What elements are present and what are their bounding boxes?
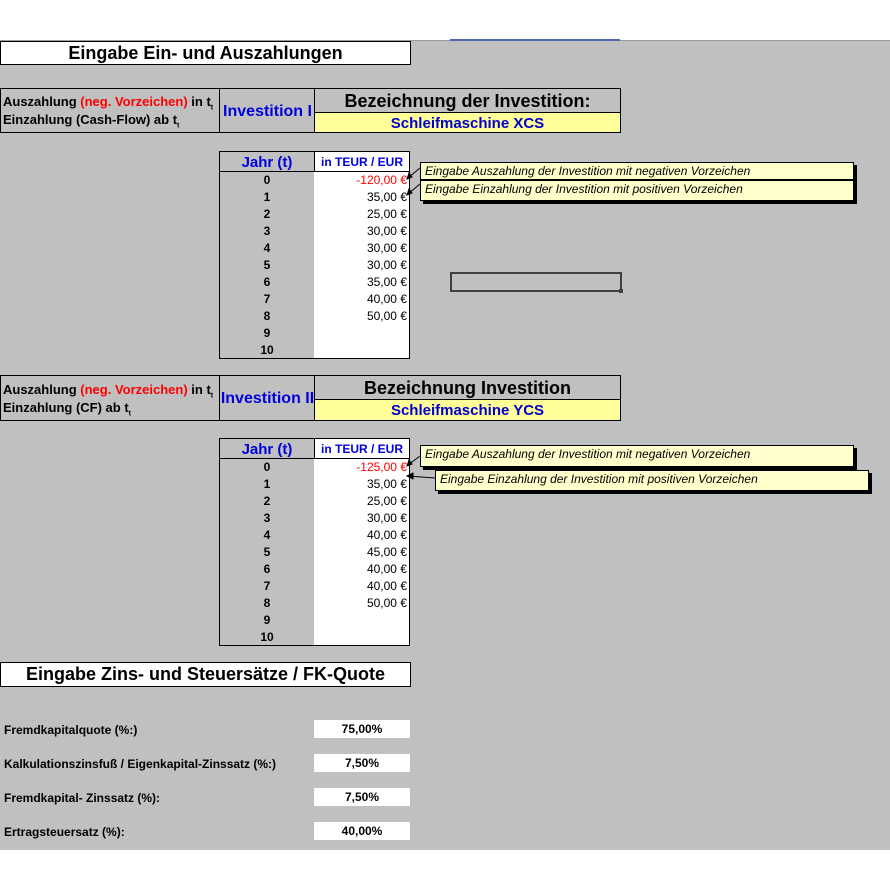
inv1-value-cell[interactable]: 30,00 € <box>366 241 407 255</box>
inv1-value-cell[interactable]: 30,00 € <box>366 224 407 238</box>
rate-value-kalkulationszins[interactable]: 7,50% <box>314 754 410 772</box>
inv1-sub-t2: t <box>177 122 180 130</box>
inv2-label-neg: (neg. Vorzeichen) <box>80 382 188 397</box>
inv1-year: 4 <box>263 241 271 255</box>
inv2-value-cell[interactable] <box>314 612 409 629</box>
inv2-value-cell[interactable]: 40,00 € <box>366 528 407 542</box>
selected-cell[interactable] <box>450 272 622 292</box>
inv2-sub-t: t <box>210 392 214 399</box>
inv2-name-label: Investition II <box>220 375 315 421</box>
inv1-year: 5 <box>263 258 271 272</box>
inv1-bez-head: Bezeichnung der Investition: <box>314 88 621 113</box>
inv1-year: 1 <box>263 190 271 204</box>
rate-label-kalkulationszins: Kalkulationszinsfuß / Eigenkapital-Zinss… <box>4 757 277 771</box>
inv2-bez-head: Bezeichnung Investition <box>314 375 621 400</box>
inv1-value-cell[interactable]: 30,00 € <box>366 258 407 272</box>
inv1-bez-value[interactable]: Schleifmaschine XCS <box>314 112 621 133</box>
comment-arrow-head <box>406 187 413 196</box>
inv1-value-cell[interactable]: 25,00 € <box>366 207 407 221</box>
inv2-note-positive[interactable]: Eingabe Einzahlung der Investition mit p… <box>435 470 869 491</box>
inv2-year: 7 <box>263 579 271 593</box>
inv2-years-column: 0 1 2 3 4 5 6 7 8 9 10 <box>219 459 315 646</box>
inv1-year: 10 <box>260 343 274 357</box>
inv1-label-auszahlung: Auszahlung <box>3 94 81 109</box>
inv2-value-cell[interactable]: 25,00 € <box>366 494 407 508</box>
inv2-label-in-t: in t <box>187 382 211 397</box>
inv2-year: 0 <box>263 460 271 474</box>
inv2-value-cell[interactable]: 40,00 € <box>366 562 407 576</box>
inv2-value-cell[interactable]: 45,00 € <box>366 545 407 559</box>
inv1-sub-t: t <box>210 104 214 111</box>
inv2-label-auszahlung: Auszahlung <box>3 382 81 397</box>
inv2-sub-t2: t <box>128 410 131 418</box>
inv1-col-eur: in TEUR / EUR <box>314 151 410 172</box>
inv1-year: 7 <box>263 292 271 306</box>
rate-label-ertragsteuer: Ertragsteuersatz (%): <box>4 825 125 839</box>
inv1-col-jahr: Jahr (t) <box>219 151 315 172</box>
comment-arrows <box>405 167 436 480</box>
rate-value-fk-zinssatz[interactable]: 7,50% <box>314 788 410 806</box>
inv2-value-cell[interactable] <box>314 629 409 646</box>
section-title-cashflows: Eingabe Ein- und Auszahlungen <box>0 41 411 65</box>
inv2-year: 4 <box>263 528 271 542</box>
inv2-year: 6 <box>263 562 271 576</box>
inv1-value-cell[interactable]: 35,00 € <box>366 190 407 204</box>
inv1-name-label: Investition I <box>220 88 315 133</box>
inv2-note-negative[interactable]: Eingabe Auszahlung der Investition mit n… <box>420 445 854 467</box>
inv1-note-negative[interactable]: Eingabe Auszahlung der Investition mit n… <box>420 162 854 180</box>
inv2-year: 2 <box>263 494 271 508</box>
inv2-year: 9 <box>263 613 271 627</box>
inv2-value-cell[interactable]: 40,00 € <box>366 579 407 593</box>
inv1-value-cell[interactable]: 35,00 € <box>366 275 407 289</box>
inv1-note-positive[interactable]: Eingabe Einzahlung der Investition mit p… <box>420 180 854 201</box>
inv2-year: 8 <box>263 596 271 610</box>
inv1-year: 0 <box>263 173 271 187</box>
inv2-year: 3 <box>263 511 271 525</box>
rate-label-fk-quote: Fremdkapitalquote (%:) <box>4 723 138 737</box>
inv2-year: 5 <box>263 545 271 559</box>
cell-border-line <box>450 39 620 41</box>
rate-value-ertragsteuer[interactable]: 40,00% <box>314 822 410 840</box>
inv2-label-cell: Auszahlung (neg. Vorzeichen) in tt Einza… <box>0 375 220 421</box>
inv1-year: 8 <box>263 309 271 323</box>
inv2-year: 10 <box>260 630 274 644</box>
inv2-values-column: -125,00 € 35,00 € 25,00 € 30,00 € 40,00 … <box>314 459 410 646</box>
inv2-value-cell[interactable]: 30,00 € <box>366 511 407 525</box>
inv1-year: 2 <box>263 207 271 221</box>
inv2-year: 1 <box>263 477 271 491</box>
inv2-bez-value[interactable]: Schleifmaschine YCS <box>314 399 621 421</box>
inv1-year: 3 <box>263 224 271 238</box>
fill-handle[interactable] <box>619 289 623 293</box>
inv1-label-cell: Auszahlung (neg. Vorzeichen) in tt Einza… <box>0 88 220 133</box>
inv1-year: 9 <box>263 326 271 340</box>
inv1-label-in-t: in t <box>187 94 211 109</box>
inv2-value-cell[interactable]: -125,00 € <box>356 460 407 474</box>
comment-arrow-head <box>405 472 414 480</box>
inv2-label-einzahlung: Einzahlung (CF) ab t <box>3 400 129 415</box>
inv1-values-column: -120,00 € 35,00 € 25,00 € 30,00 € 30,00 … <box>314 172 410 359</box>
rate-value-fk-quote[interactable]: 75,00% <box>314 720 410 738</box>
inv1-label-einzahlung: Einzahlung (Cash-Flow) ab t <box>3 112 178 127</box>
inv1-value-cell[interactable]: 40,00 € <box>366 292 407 306</box>
section-title-rates: Eingabe Zins- und Steuersätze / FK-Quote <box>0 662 411 687</box>
comment-arrow-head <box>406 171 413 180</box>
inv1-value-cell[interactable]: 50,00 € <box>366 309 407 323</box>
rate-label-fk-zinssatz: Fremdkapital- Zinssatz (%): <box>4 791 161 805</box>
inv2-value-cell[interactable]: 50,00 € <box>366 596 407 610</box>
inv1-label-neg: (neg. Vorzeichen) <box>80 94 188 109</box>
inv1-value-cell[interactable]: -120,00 € <box>356 173 407 187</box>
inv2-col-eur: in TEUR / EUR <box>314 438 410 459</box>
inv2-col-jahr: Jahr (t) <box>219 438 315 459</box>
inv2-value-cell[interactable]: 35,00 € <box>366 477 407 491</box>
inv1-years-column: 0 1 2 3 4 5 6 7 8 9 10 <box>219 172 315 359</box>
inv1-year: 6 <box>263 275 271 289</box>
comment-arrow-head <box>406 458 413 467</box>
